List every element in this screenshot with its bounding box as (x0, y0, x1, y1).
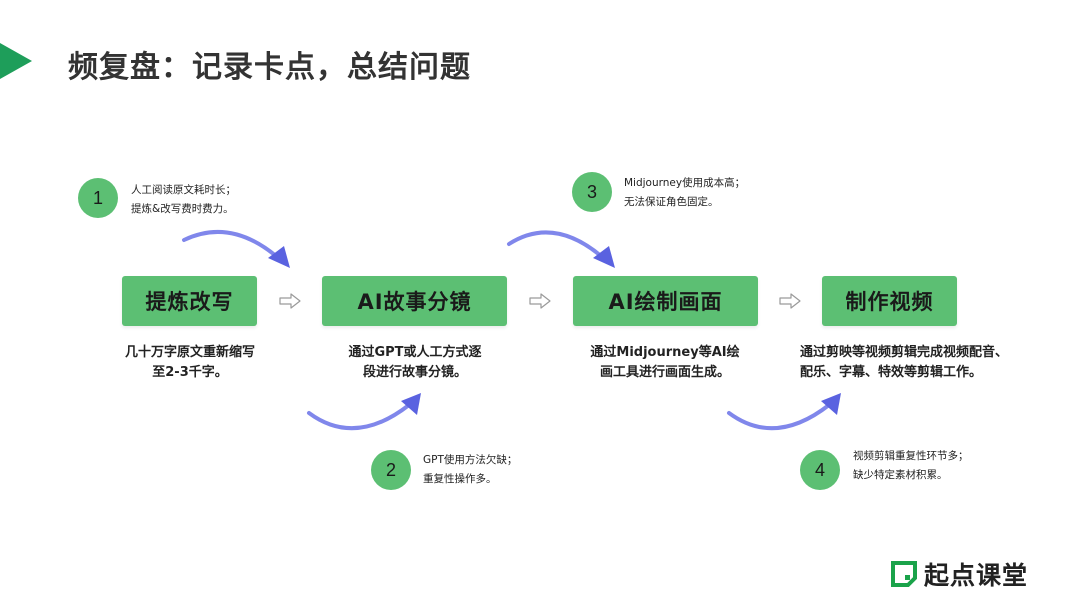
arrow-right-icon (279, 293, 301, 309)
step-number-badge-2: 2 (371, 450, 411, 490)
pain-point-note-2: GPT使用方法欠缺； 重复性操作多。 (423, 454, 518, 485)
pain-point-note-1: 人工阅读原文耗时长； 提炼&改写费时费力。 (131, 184, 236, 215)
step-box-4: 制作视频 (822, 276, 957, 326)
step-box-3: AI绘制画面 (573, 276, 758, 326)
step-desc-1: 几十万字原文重新缩写 至2-3千字。 (124, 345, 255, 380)
pain-point-note-3: Midjourney使用成本高； 无法保证角色固定。 (624, 177, 746, 208)
step-number-badge-4: 4 (800, 450, 840, 490)
step-number-badge-1: 1 (78, 178, 118, 218)
step-desc-4: 通过剪映等视频剪辑完成视频配音、 配乐、字幕、特效等剪辑工作。 (800, 345, 1009, 380)
brand-logo: 起点课堂 (890, 556, 1028, 592)
arrow-right-icon (529, 293, 551, 309)
title-accent-triangle (0, 43, 32, 79)
step-desc-2: 通过GPT或人工方式逐 段进行故事分镜。 (348, 345, 482, 380)
page-title: 频复盘：记录卡点，总结问题 (68, 50, 471, 85)
step-desc-3: 通过Midjourney等AI绘 画工具进行画面生成。 (590, 345, 740, 380)
step-number-badge-3: 3 (572, 172, 612, 212)
curved-arrow-icon (182, 229, 290, 268)
brand-mark-icon (891, 561, 917, 587)
curved-arrow-icon (307, 393, 421, 431)
arrow-right-icon (779, 293, 801, 309)
pain-point-note-4: 视频剪辑重复性环节多； 缺少特定素材积累。 (853, 450, 969, 481)
curved-arrow-icon (727, 393, 841, 431)
step-box-1: 提炼改写 (122, 276, 257, 326)
curved-arrow-icon (507, 230, 615, 268)
brand-name: 起点课堂 (924, 561, 1029, 590)
step-box-2: AI故事分镜 (322, 276, 507, 326)
